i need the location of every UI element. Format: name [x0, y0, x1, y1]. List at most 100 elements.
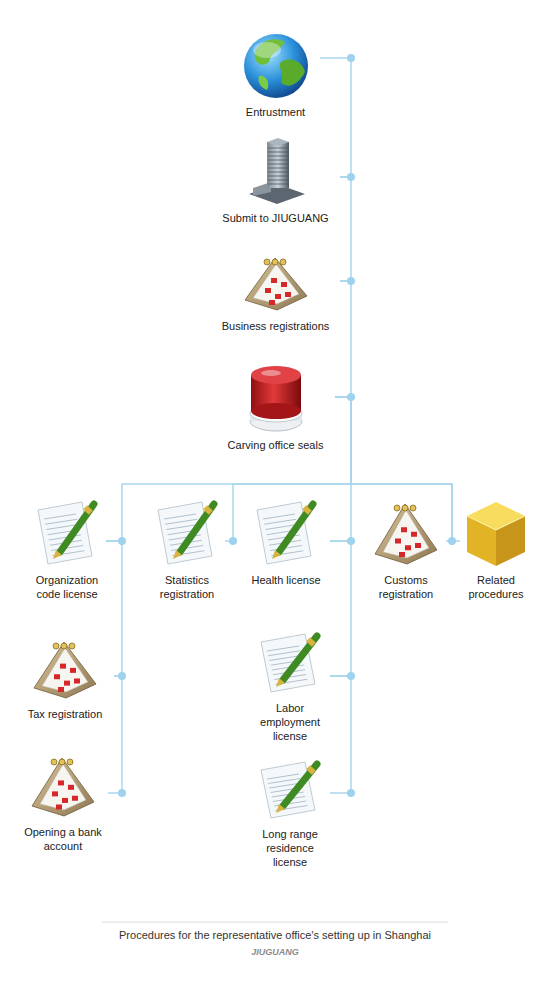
calendar-mark	[68, 785, 74, 790]
junction-dot	[347, 789, 355, 797]
step-icon	[371, 498, 441, 570]
flow-connector	[106, 397, 351, 541]
calendar-ring	[51, 759, 57, 765]
globe-shine	[253, 42, 281, 58]
calendar-mark	[70, 668, 76, 673]
step-node: Related procedures	[460, 498, 532, 601]
calendar-ring	[69, 643, 75, 649]
step-label: Organization code license	[30, 573, 104, 601]
step-node: Business registrations	[211, 252, 340, 333]
step-label: Submit to JIUGUANG	[213, 211, 338, 225]
dot-group	[118, 54, 456, 797]
step-node: Entrustment	[231, 30, 320, 119]
junction-dot	[347, 537, 355, 545]
step-node: Submit to JIUGUANG	[211, 138, 340, 225]
step-icon	[251, 498, 321, 570]
step-icon	[152, 498, 222, 570]
calendar-mark	[58, 687, 64, 692]
step-label: Entrustment	[233, 105, 318, 119]
step-node: Customs registration	[366, 498, 446, 601]
calendar-stand	[32, 758, 94, 816]
paper-sheet	[261, 762, 315, 818]
building-window-row	[268, 156, 288, 157]
calendar-stand	[34, 642, 96, 698]
calendar-ring	[67, 759, 73, 765]
building-window-row	[268, 152, 288, 153]
paper-text-line	[267, 646, 299, 651]
step-label: Statistics registration	[151, 573, 223, 601]
calendar-stand	[245, 258, 307, 310]
paper-sheet	[257, 502, 311, 564]
pen-nib	[173, 550, 182, 559]
flow-connector	[108, 676, 122, 793]
step-icon	[241, 252, 311, 316]
calendar-mark	[62, 798, 68, 803]
calendar-ring	[272, 259, 278, 265]
calendar-mark	[411, 532, 417, 537]
calendar-mark	[285, 292, 291, 297]
step-label: Health license	[244, 573, 328, 587]
step-icon	[241, 138, 311, 208]
calendar-page	[42, 648, 88, 692]
building-window-row	[268, 168, 288, 169]
step-icon	[461, 498, 531, 570]
pen-nib	[276, 804, 285, 813]
watermark: JIUGUANG	[0, 947, 550, 957]
calendar-ring	[53, 643, 59, 649]
calendar-mark	[271, 278, 277, 283]
globe-land	[258, 76, 268, 90]
calendar-mark	[401, 527, 407, 532]
calendar-mark	[56, 805, 62, 810]
step-node: Tax registration	[16, 636, 114, 721]
calendar-mark	[399, 552, 405, 557]
step-node: Labor employment license	[250, 630, 330, 743]
pen-body	[180, 504, 214, 552]
calendar-ring	[280, 259, 286, 265]
junction-dot	[118, 789, 126, 797]
step-icon	[30, 636, 100, 704]
paper-text-line	[45, 519, 77, 524]
seal-body-bottom	[251, 403, 301, 419]
step-label: Customs registration	[369, 573, 443, 601]
pen-nib	[276, 678, 285, 687]
step-node: Long range residence license	[250, 758, 330, 869]
pen-nib	[53, 550, 62, 559]
calendar-ring	[59, 759, 65, 765]
seal-top-shine	[261, 370, 281, 376]
globe-land	[279, 60, 304, 86]
calendar-page	[40, 764, 86, 810]
seal-top	[251, 366, 301, 384]
pen-band	[206, 508, 210, 512]
calendar-mark	[395, 539, 401, 544]
calendar-mark	[415, 543, 421, 548]
calendar-mark	[54, 674, 60, 679]
junction-dot	[347, 173, 355, 181]
step-label: Related procedures	[462, 573, 530, 601]
step-node: Carving office seals	[216, 363, 335, 452]
calendar-mark	[64, 681, 70, 686]
calendar-ring	[402, 505, 408, 511]
pen-body	[283, 636, 317, 680]
flow-connector	[106, 541, 122, 676]
building-window-row	[268, 160, 288, 161]
flow-connector	[335, 281, 351, 397]
connector-group	[106, 58, 460, 793]
paper-sheet	[158, 502, 212, 564]
step-node: Statistics registration	[149, 498, 225, 601]
step-node: Health license	[242, 498, 330, 587]
pen-body	[283, 764, 317, 806]
caption-rule	[102, 922, 448, 923]
step-node: Organization code license	[28, 498, 106, 601]
step-node: Opening a bank account	[18, 752, 108, 853]
pen-band	[309, 640, 313, 644]
building-top	[267, 138, 289, 146]
step-icon	[28, 752, 98, 822]
calendar-mark	[281, 282, 287, 287]
flow-connector	[330, 397, 351, 541]
paper-sheet	[261, 634, 315, 692]
flow-connector	[330, 676, 351, 793]
calendar-mark	[60, 664, 66, 669]
pen-band	[309, 768, 313, 772]
building-window-row	[268, 172, 288, 173]
